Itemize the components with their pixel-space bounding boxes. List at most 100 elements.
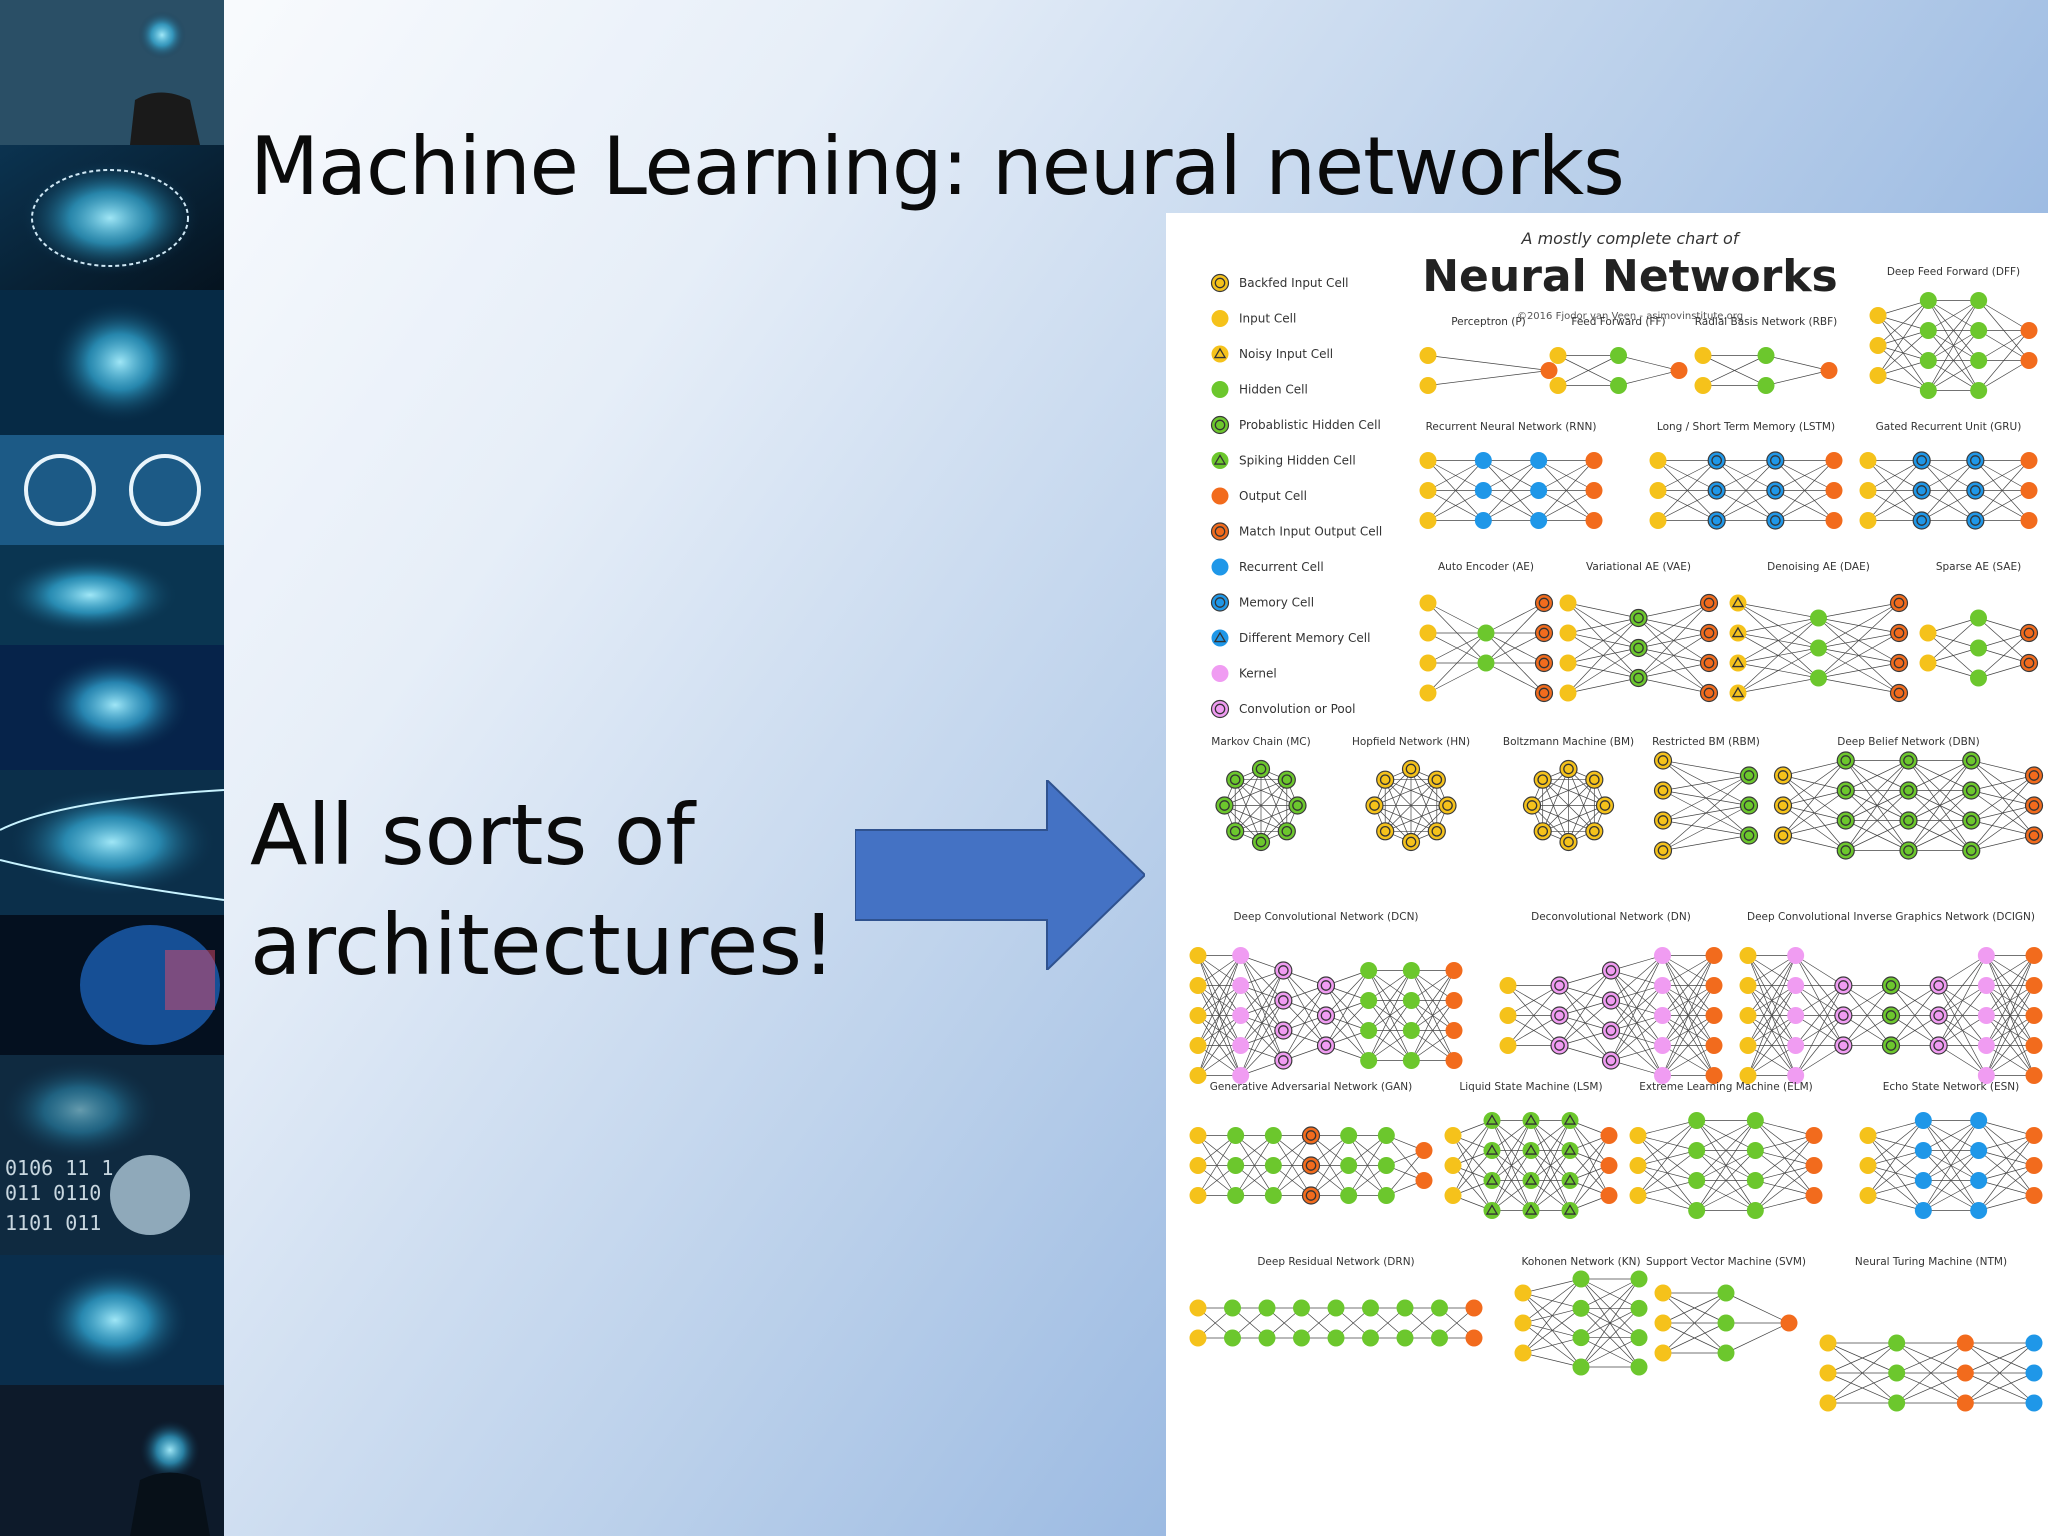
edge (1827, 1342, 1897, 1404)
cell-20-2-0 (1522, 1112, 1540, 1129)
edge (1559, 1000, 1612, 1046)
cell-22-3-0 (2025, 1127, 2043, 1144)
edge (1491, 1120, 1532, 1181)
edge (1921, 460, 1976, 491)
cell-15-4-2 (2024, 826, 2044, 845)
network-2: Radial Basis Network (RBF) (1694, 316, 1838, 394)
edge (1542, 779, 1569, 843)
cell-19-1-2 (1227, 1187, 1245, 1204)
edge (1965, 1342, 2035, 1374)
cell-4-1-0 (1474, 452, 1492, 469)
cell-25-0-1 (1654, 1314, 1672, 1332)
cell-18-1-2 (1787, 1007, 1805, 1024)
edge (1775, 460, 1835, 491)
edge (1452, 1150, 1493, 1196)
cell-9-1-0 (1810, 609, 1827, 627)
cell-19-3-2 (1301, 1186, 1321, 1205)
cell-18-6-4 (2025, 1067, 2043, 1084)
edge (1530, 1150, 1571, 1211)
network-label-10: Sparse AE (SAE) (1936, 561, 2021, 573)
edge (1452, 1120, 1493, 1196)
cell-17-2-1 (1601, 991, 1621, 1010)
cell-21-0-0 (1629, 1127, 1647, 1144)
cell-19-3-0 (1301, 1126, 1321, 1145)
edge (1845, 760, 1909, 791)
cell-26-0-1 (1819, 1364, 1837, 1382)
edge (1618, 370, 1680, 386)
cell-19-5-1 (1377, 1157, 1395, 1174)
edge (1927, 617, 1979, 664)
cell-24-2-3 (1630, 1358, 1648, 1376)
cell-18-0-2 (1739, 1007, 1757, 1024)
edge (1927, 662, 1979, 679)
edge (1923, 1120, 1979, 1211)
cell-16-5-0 (1402, 962, 1420, 979)
cell-6-0-1 (1859, 482, 1877, 499)
cell-4-0-2 (1419, 512, 1437, 529)
network-24: Kohonen Network (KN) (1514, 1256, 1648, 1376)
cell-15-1-3 (1836, 841, 1855, 860)
cell-7-0-1 (1419, 624, 1437, 642)
cell-5-1-2 (1707, 511, 1726, 530)
cell-18-1-4 (1787, 1067, 1805, 1084)
cell-26-1-2 (1888, 1394, 1906, 1412)
edge (1908, 760, 1972, 851)
edge (1795, 985, 1844, 1016)
cell-20-3-3 (1561, 1202, 1579, 1219)
edge (1782, 835, 1846, 851)
edge (1896, 1372, 1966, 1404)
cell-17-1-2 (1550, 1036, 1569, 1055)
cell-18-6-3 (2025, 1037, 2043, 1054)
network-19: Generative Adversarial Network (GAN) (1189, 1081, 1433, 1205)
edge (1971, 805, 2035, 851)
network-label-11: Markov Chain (MC) (1211, 736, 1310, 748)
cell-21-2-0 (1746, 1112, 1764, 1129)
cell-17-4-1 (1705, 977, 1723, 994)
right-arrow-icon (855, 780, 1145, 970)
edge (1737, 617, 1819, 634)
network-3: Deep Feed Forward (DFF) (1869, 266, 2038, 399)
legend-swatch-7 (1210, 522, 1230, 541)
cell-10-2-0 (2019, 623, 2039, 643)
cell-10-1-0 (1970, 609, 1987, 627)
cell-23-6-1 (1396, 1329, 1414, 1347)
edge (1610, 955, 1663, 1061)
cell-5-3-0 (1825, 452, 1843, 469)
edge (1522, 1337, 1582, 1354)
edge (1662, 805, 1750, 851)
network-label-19: Generative Adversarial Network (GAN) (1210, 1081, 1413, 1093)
edge (1637, 1120, 1697, 1166)
cell-22-2-3 (1970, 1202, 1988, 1219)
edge (1507, 1015, 1560, 1046)
edge (1657, 460, 1717, 521)
cell-14-1-2 (1739, 826, 1759, 845)
cell-18-0-1 (1739, 977, 1757, 994)
edge (1978, 330, 2030, 361)
cell-19-3-1 (1301, 1156, 1321, 1175)
cell-18-4-1 (1929, 1006, 1948, 1025)
edge (1662, 775, 1750, 791)
edge (1908, 760, 1972, 791)
cell-20-1-0 (1483, 1112, 1501, 1129)
cell-6-1-1 (1912, 481, 1931, 500)
edge (1522, 1278, 1582, 1324)
cell-4-1-1 (1474, 482, 1492, 499)
edge (1197, 955, 1241, 1076)
cell-21-0-1 (1629, 1157, 1647, 1174)
cell-24-0-2 (1514, 1344, 1532, 1362)
cell-26-0-2 (1819, 1394, 1837, 1412)
cell-18-2-0 (1834, 976, 1853, 995)
network-7: Auto Encoder (AE) (1419, 561, 1554, 703)
cell-16-0-1 (1189, 977, 1207, 994)
cell-5-3-1 (1825, 482, 1843, 499)
edge (1818, 602, 1900, 619)
chart-subtitle: A mostly complete chart of (1521, 229, 1741, 248)
cell-23-8-0 (1465, 1299, 1483, 1317)
cell-18-5-2 (1977, 1007, 1995, 1024)
strip-tile-8 (0, 915, 224, 1055)
cell-11-2 (1288, 796, 1307, 815)
cell-18-3-2 (1881, 1036, 1901, 1055)
cell-17-4-3 (1705, 1037, 1723, 1054)
cell-5-3-2 (1825, 512, 1843, 529)
edge (1867, 1120, 1924, 1136)
